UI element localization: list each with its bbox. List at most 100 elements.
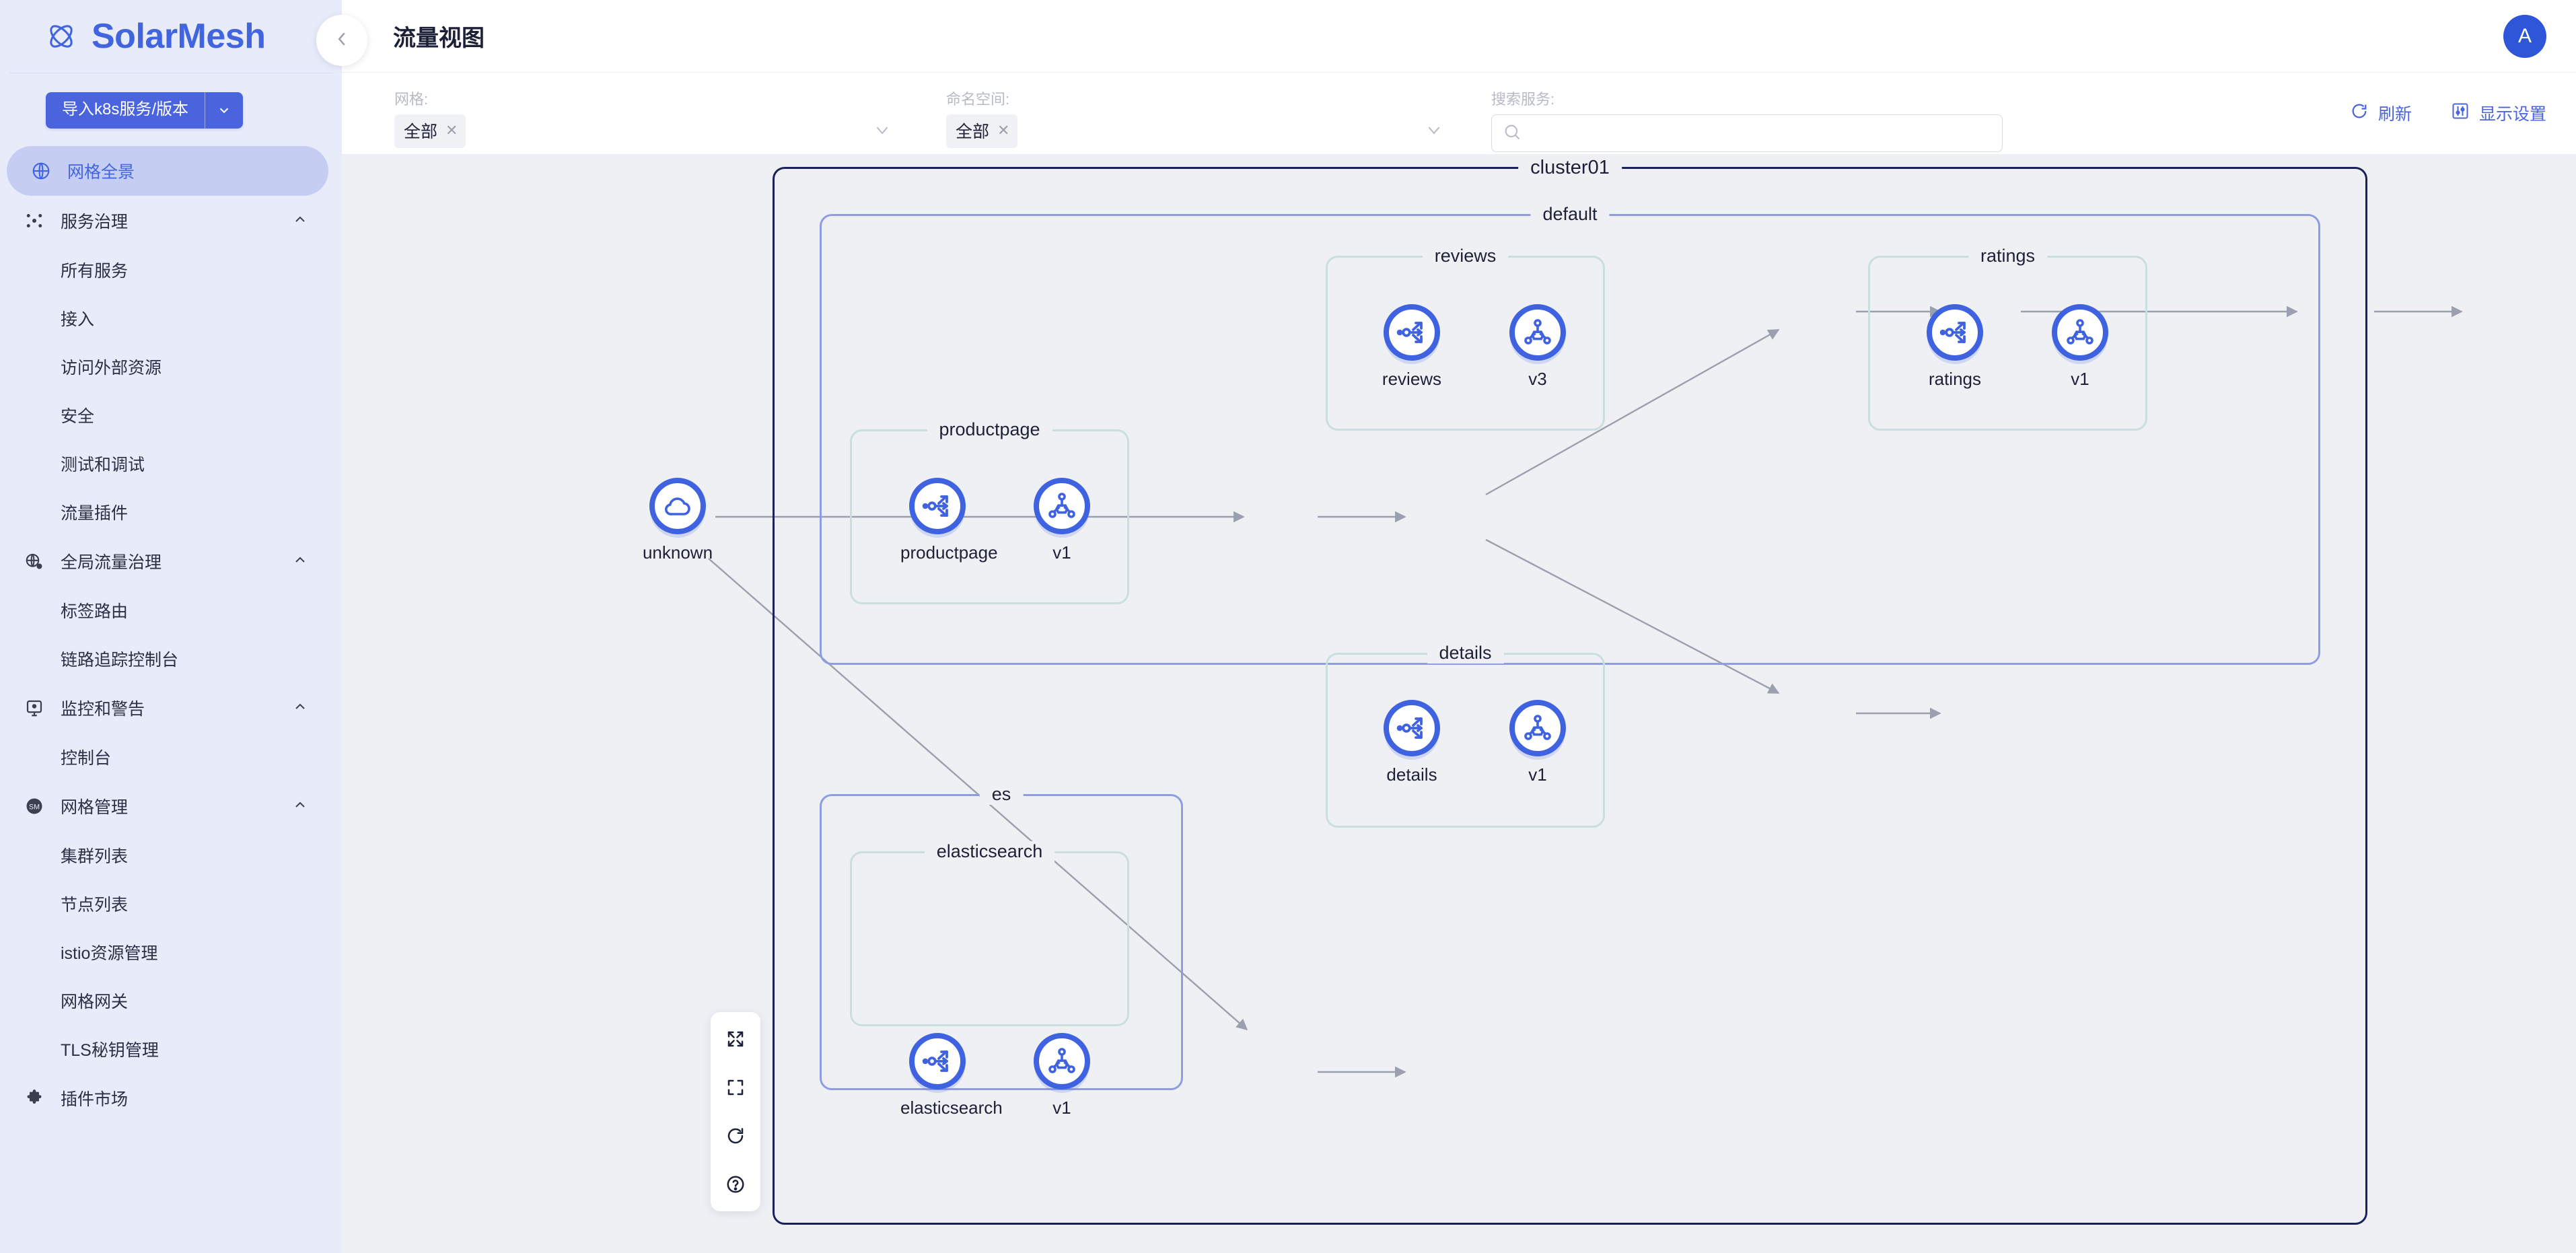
service-group-productpage[interactable]: productpage [850,419,1129,604]
fit-screen-icon[interactable] [717,1070,754,1105]
search-box[interactable] [1491,114,2003,152]
sidebar-item-ingress[interactable]: 接入 [61,310,95,329]
node-label: v3 [1528,369,1547,389]
namespace-group-es[interactable]: es [820,784,1183,1090]
version-node-icon [2052,304,2108,361]
graph-node-reviews[interactable]: reviews [1375,304,1449,390]
mesh-select[interactable]: 全部 ✕ [394,114,892,148]
sm-badge-icon: SM [23,795,46,818]
node-label: unknown [642,542,713,563]
service-label: details [1427,643,1504,664]
graph-node-elasticsearch[interactable]: elasticsearch [900,1033,1003,1118]
graph-node-reviews-v3[interactable]: v3 [1501,304,1575,390]
help-circle-icon[interactable] [717,1167,754,1202]
namespace-selected-value: 全部 [956,122,990,141]
chevron-up-icon[interactable] [292,797,308,816]
sidebar-item-node-list[interactable]: 节点列表 [61,896,129,915]
cluster-label: cluster01 [1518,157,1622,179]
refresh-label: 刷新 [2377,105,2412,124]
chevron-down-icon[interactable] [1424,120,1444,143]
sidebar-collapse-button[interactable] [316,15,367,66]
sidebar-item-label-routing[interactable]: 标签路由 [61,602,129,621]
refresh-icon [2350,102,2369,125]
globe-gear-icon [23,550,46,573]
chevron-up-icon[interactable] [292,699,308,718]
mesh-selected-tag[interactable]: 全部 ✕ [394,114,466,148]
sidebar-group-label: 监控和警告 [61,700,145,719]
traffic-graph-canvas[interactable]: cluster01 default es productpage reviews… [342,155,2576,1253]
graph-node-ratings-v1[interactable]: v1 [2043,304,2117,390]
search-input[interactable] [1530,124,1954,143]
sidebar-item-mesh-gateway[interactable]: 网格网关 [61,993,129,1011]
service-route-icon [1927,304,1983,361]
chevron-down-icon[interactable] [872,120,892,143]
node-label: v1 [1052,542,1071,563]
sidebar: SolarMesh 导入k8s服务/版本 网格全景 [0,0,342,1253]
sidebar-item-test-debug[interactable]: 测试和调试 [61,456,145,474]
graph-node-ratings[interactable]: ratings [1918,304,1992,390]
import-k8s-button[interactable]: 导入k8s服务/版本 [46,92,244,129]
reload-icon[interactable] [717,1118,754,1153]
sidebar-group-global-traffic[interactable]: 全局流量治理 [0,536,342,586]
service-route-icon [909,1033,966,1089]
graph-node-productpage[interactable]: productpage [900,478,998,563]
refresh-button[interactable]: 刷新 [2350,101,2412,125]
expand-arrows-icon[interactable] [717,1022,754,1057]
avatar[interactable]: A [2503,15,2546,58]
service-route-icon [1384,700,1440,756]
sidebar-group-service-governance[interactable]: 服务治理 [0,196,342,246]
service-group-elasticsearch[interactable]: elasticsearch [850,841,1129,1026]
namespace-group-default[interactable]: default [820,204,2320,665]
sidebar-item-trace-console[interactable]: 链路追踪控制台 [61,651,179,670]
graph-node-productpage-v1[interactable]: v1 [1025,478,1099,563]
sidebar-item-all-services[interactable]: 所有服务 [61,262,129,281]
display-settings-button[interactable]: 显示设置 [2451,101,2546,125]
version-node-icon [1034,1033,1090,1089]
mesh-filter: 网格: 全部 ✕ [394,87,892,148]
graph-node-details-v1[interactable]: v1 [1501,700,1575,785]
graph-node-details[interactable]: details [1375,700,1449,785]
cluster-group[interactable]: cluster01 [773,157,2367,1225]
sidebar-item-traffic-plugins[interactable]: 流量插件 [61,504,129,523]
sidebar-item-tls-keys[interactable]: TLS秘钥管理 [61,1041,159,1060]
namespace-filter-label: 命名空间: [946,91,1010,108]
service-group-reviews[interactable]: reviews [1326,246,1605,431]
service-group-details[interactable]: details [1326,643,1605,828]
sidebar-item-label: 网格全景 [67,163,135,182]
graph-node-elasticsearch-v1[interactable]: v1 [1025,1033,1099,1118]
sidebar-item-plugin-market[interactable]: 插件市场 [0,1073,342,1123]
service-group-ratings[interactable]: ratings [1868,246,2147,431]
brand: SolarMesh [0,0,342,73]
namespace-selected-tag[interactable]: 全部 ✕ [946,114,1018,148]
service-label: reviews [1422,246,1509,266]
sidebar-item-security[interactable]: 安全 [61,407,95,426]
service-label: elasticsearch [924,841,1055,862]
sidebar-item-cluster-list[interactable]: 集群列表 [61,847,129,866]
namespace-select[interactable]: 全部 ✕ [946,114,1444,148]
chevron-down-icon[interactable] [205,92,243,129]
chevron-up-icon[interactable] [292,552,308,571]
sidebar-item-external-resources[interactable]: 访问外部资源 [61,359,162,378]
sidebar-group-label: 全局流量治理 [61,553,162,572]
topbar: 流量视图 A [316,0,2576,73]
toolbar-actions: 刷新 显示设置 [2350,101,2546,125]
sidebar-group-mesh-management[interactable]: SM 网格管理 [0,781,342,831]
close-x-icon[interactable]: ✕ [445,122,458,139]
sidebar-item-mesh-overview[interactable]: 网格全景 [7,146,328,196]
service-route-icon [1384,304,1440,361]
sidebar-item-istio-resources[interactable]: istio资源管理 [61,944,158,963]
search-label: 搜索服务: [1491,91,1555,108]
graph-controls [711,1012,760,1211]
graph-edges [708,306,2463,1078]
page-title: 流量视图 [393,26,485,51]
chevron-up-icon[interactable] [292,211,308,231]
node-label: ratings [1928,369,1982,389]
puzzle-icon [23,1087,46,1110]
sidebar-item-console[interactable]: 控制台 [61,749,112,768]
sidebar-group-monitoring-alerts[interactable]: 监控和警告 [0,683,342,733]
atom-orbit-icon [46,21,77,52]
filter-bar: 网格: 全部 ✕ 命名空间: 全部 ✕ [342,73,2576,155]
graph-node-unknown[interactable]: unknown [641,478,715,563]
sliders-icon [2451,102,2470,125]
close-x-icon[interactable]: ✕ [997,122,1010,139]
